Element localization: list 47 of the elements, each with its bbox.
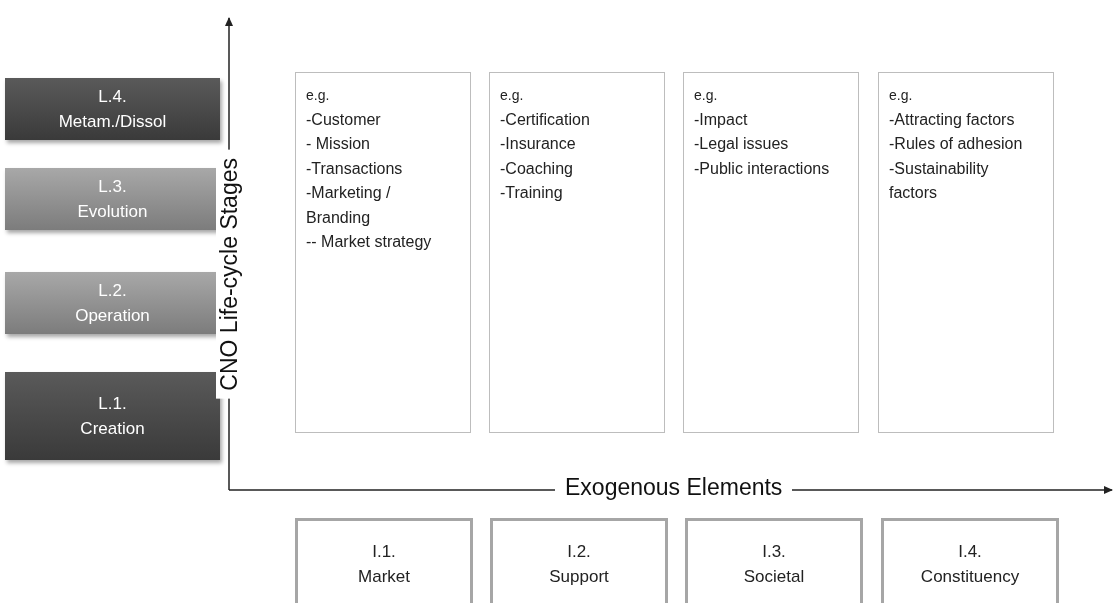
list-item: -Sustainability factors bbox=[889, 158, 990, 203]
element-box bbox=[881, 518, 1059, 603]
list-item: -- Market strategy bbox=[306, 232, 432, 252]
element-number: I.3. bbox=[762, 541, 786, 563]
list-item: -Legal issues bbox=[694, 134, 789, 154]
example-list-box bbox=[878, 72, 1054, 433]
element-number: I.4. bbox=[958, 541, 982, 563]
element-number: I.2. bbox=[567, 541, 591, 563]
element-box bbox=[295, 518, 473, 603]
list-item: -Attracting factors bbox=[889, 109, 1015, 130]
example-list-box bbox=[489, 72, 665, 433]
example-list-box bbox=[295, 72, 471, 433]
axis-title: Exogenous Elements bbox=[555, 474, 793, 501]
list-item: -Marketing / Branding bbox=[306, 183, 392, 228]
list-item: - Mission bbox=[306, 134, 370, 154]
axis-title: CNO Life-cycle Stages bbox=[216, 150, 243, 399]
list-item: -Insurance bbox=[500, 134, 576, 154]
stage-number: L.1. bbox=[98, 393, 127, 415]
list-heading: e.g. bbox=[889, 86, 913, 105]
list-heading: e.g. bbox=[306, 86, 330, 105]
stage-box bbox=[5, 372, 220, 460]
stage-box bbox=[5, 78, 220, 140]
example-list-box bbox=[683, 72, 859, 433]
stage-name: Evolution bbox=[77, 201, 148, 223]
stage-name: Operation bbox=[75, 305, 150, 327]
list-item: -Public interactions bbox=[694, 158, 830, 179]
list-item: -Coaching bbox=[500, 158, 573, 179]
list-heading: e.g. bbox=[694, 86, 718, 105]
element-box bbox=[490, 518, 668, 603]
list-item: -Certification bbox=[500, 109, 590, 130]
list-item: -Transactions bbox=[306, 158, 403, 179]
list-item: -Customer bbox=[306, 109, 381, 130]
stage-number: L.4. bbox=[98, 86, 127, 108]
stage-name: Metam./Dissol bbox=[58, 111, 167, 133]
list-item: -Training bbox=[500, 183, 563, 203]
element-box bbox=[685, 518, 863, 603]
element-number: I.1. bbox=[372, 541, 396, 563]
element-name: Market bbox=[358, 566, 410, 588]
element-name: Support bbox=[549, 566, 609, 588]
stage-name: Creation bbox=[80, 418, 145, 440]
stage-number: L.2. bbox=[98, 280, 127, 302]
list-heading: e.g. bbox=[500, 86, 524, 105]
list-item: -Impact bbox=[694, 109, 748, 130]
stage-number: L.3. bbox=[98, 176, 127, 198]
element-name: Constituency bbox=[920, 566, 1020, 588]
list-item: -Rules of adhesion bbox=[889, 134, 1023, 154]
element-name: Societal bbox=[743, 566, 805, 588]
